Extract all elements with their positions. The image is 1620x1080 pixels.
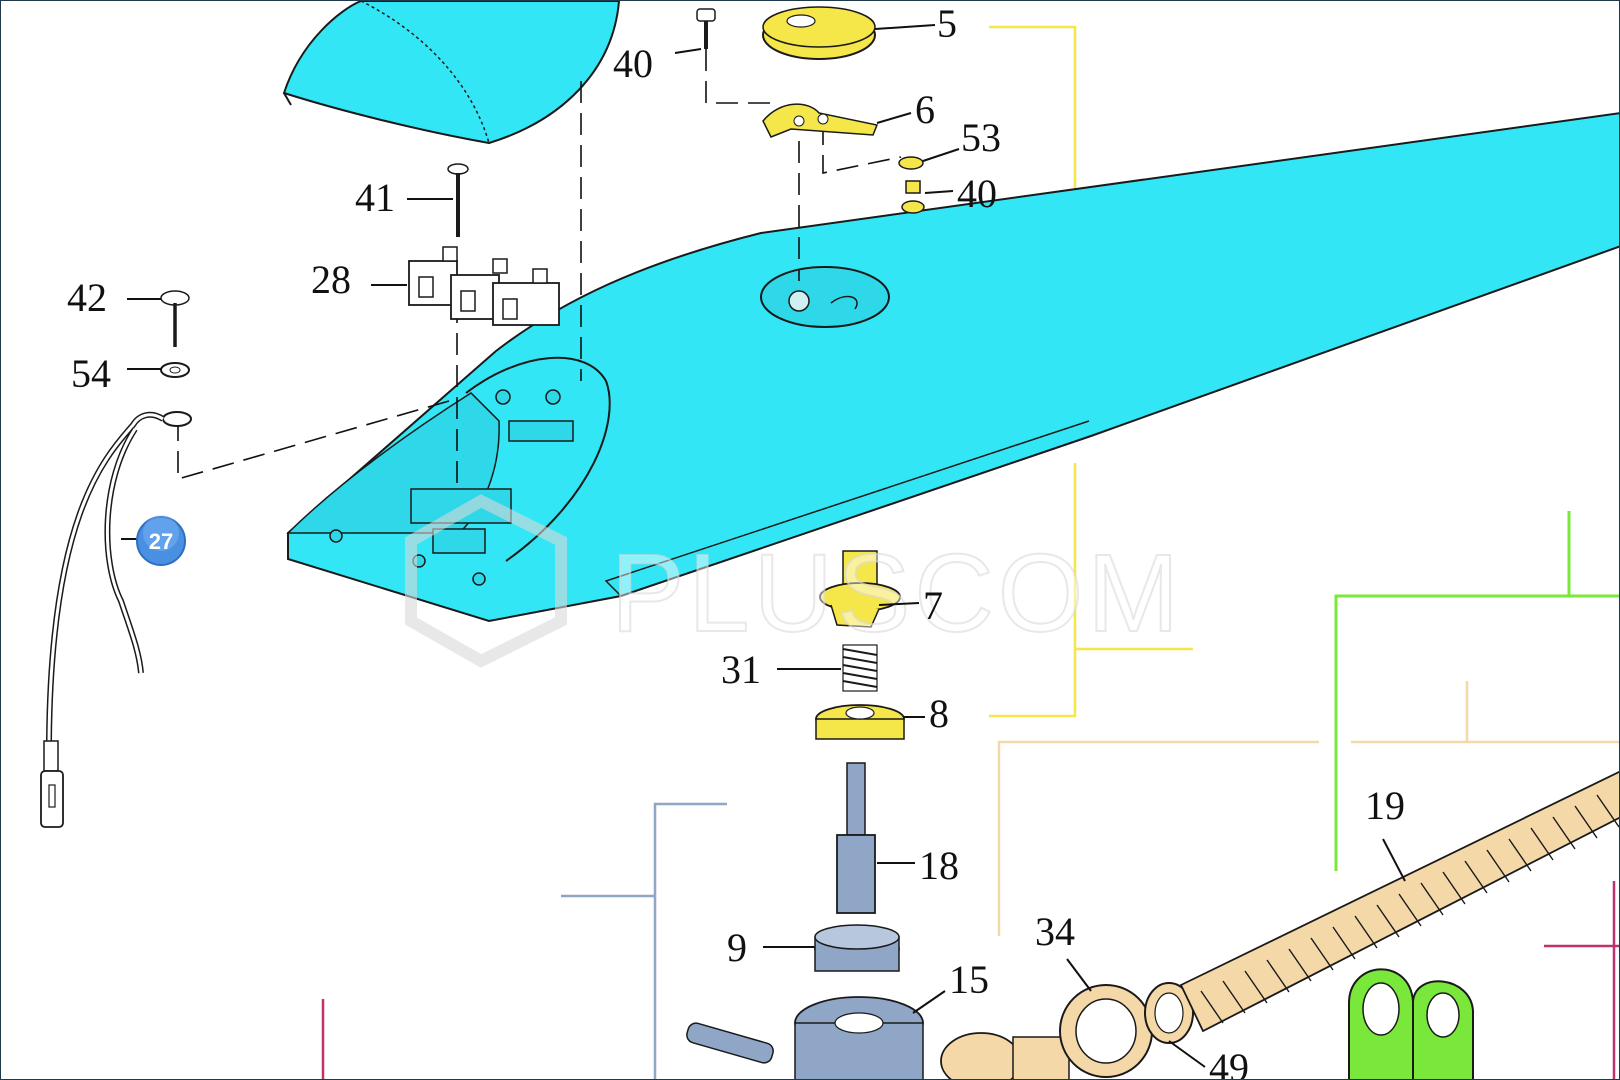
group-bracket-green [1334,511,1619,871]
watermark: PLUSCOM [405,494,1183,668]
label-part-18: 18 [919,843,959,888]
screw-42 [160,290,190,347]
label-part-40-yellow: 40 [957,171,997,216]
label-part-40-top: 40 [613,41,653,86]
group-bracket-yellow [989,25,1193,718]
label-part-15: 15 [949,957,989,1002]
nut-bottom [940,1032,1070,1079]
leader-lines [121,24,1406,1068]
spring-31 [842,644,878,692]
label-part-49: 49 [1209,1045,1249,1080]
label-part-54: 54 [71,351,111,396]
screw-40-yellow [901,180,925,214]
screw-40-top [696,8,716,49]
label-part-34: 34 [1035,909,1075,954]
group-bracket-slate [561,802,727,1079]
bearing-34 [1059,984,1153,1078]
bracket-green [1348,968,1474,1079]
label-part-42: 42 [67,275,107,320]
label-part-6: 6 [915,87,935,132]
washer-49 [1144,982,1194,1044]
label-part-9: 9 [727,925,747,970]
group-bracket-tan [997,681,1619,936]
label-part-31: 31 [721,647,761,692]
label-part-5: 5 [937,1,957,46]
part-badge-icon[interactable]: 27 [136,515,186,566]
watermark-text: PLUSCOM [611,532,1183,655]
gear-15 [794,996,924,1079]
label-part-7: 7 [923,583,943,628]
label-part-19: 19 [1365,783,1405,828]
shaft-18 [836,762,876,914]
label-part-28: 28 [311,257,351,302]
label-part-8: 8 [929,691,949,736]
part-6-bracket [762,103,879,138]
group-bracket-magenta [321,881,1619,1079]
ring-9 [814,924,900,972]
washer-54 [160,362,190,378]
washer-53 [898,156,924,170]
label-part-53: 53 [961,115,1001,160]
screw-41 [447,163,469,237]
pin-bottom [686,1022,774,1064]
assembly-lines [177,49,902,489]
cover-cap [282,1,621,145]
part-numbers: 5 40 6 53 40 41 28 42 54 7 31 8 18 9 15 … [67,1,1405,1080]
part-5-cap [762,6,876,60]
part-8-nut [815,704,905,740]
blade-housing [286,112,1619,623]
hotspot-label-27: 27 [149,529,173,554]
label-part-41: 41 [355,175,395,220]
threaded-rod-19 [1179,770,1619,1033]
terminal-block-28 [408,246,560,326]
cable-27 [40,411,192,828]
